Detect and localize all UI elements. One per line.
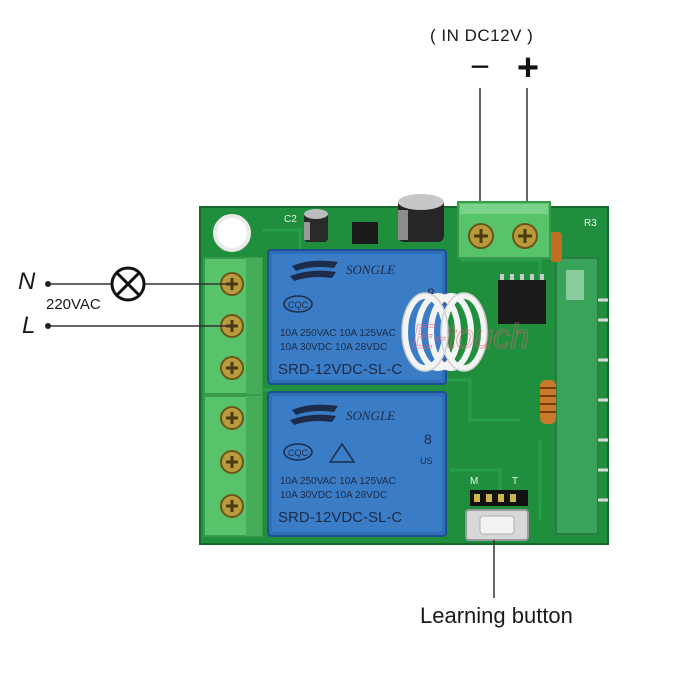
rf-receiver-module	[555, 257, 608, 535]
relay-2-cert: CQC	[288, 448, 309, 458]
relay-2-brand: SONGLE	[346, 408, 395, 423]
small-coil	[550, 232, 562, 262]
transistor-chip	[352, 222, 378, 244]
line-label: L	[22, 312, 36, 339]
learning-button[interactable]	[465, 509, 529, 541]
learning-button-label: Learning button	[420, 603, 573, 628]
jumper-m-label: M	[470, 476, 478, 487]
power-input-label: ( IN DC12V )	[430, 26, 534, 45]
watermark: E-touch	[412, 318, 529, 356]
relay-2-number: 8	[424, 431, 432, 447]
relay-1: SONGLE 8 CQC 10A 250VAC 10A 125VAC 10A 3…	[267, 249, 447, 385]
antenna-coil	[402, 293, 487, 371]
mains-voltage-label: 220VAC	[46, 296, 101, 313]
relay-2-logo	[290, 404, 338, 425]
lamp-icon	[110, 266, 146, 302]
relay-1-model: SRD-12VDC-SL-C	[278, 361, 402, 378]
relay-1-logo	[290, 260, 338, 281]
relay-2: SONGLE 8 US CQC 10A 250VAC 10A 125VAC 10…	[267, 391, 447, 537]
svg-text:C2: C2	[284, 214, 297, 225]
relay-1-spec-1: 10A 250VAC 10A 125VAC	[280, 328, 396, 339]
svg-text:R3: R3	[584, 218, 597, 229]
mains-wiring	[48, 283, 232, 327]
neutral-label: N	[18, 268, 36, 295]
relay-1-brand: SONGLE	[346, 262, 395, 277]
ic-chip	[498, 280, 546, 324]
capacitor-large	[398, 194, 444, 242]
ic-pins	[500, 274, 544, 280]
capacitor-small	[304, 209, 328, 242]
relay-2-us: US	[420, 456, 433, 466]
relay-1-number: 8	[427, 285, 435, 301]
plus-symbol: +	[517, 47, 539, 89]
relay-1-cert: CQC	[288, 300, 309, 310]
relay-2-model: SRD-12VDC-SL-C	[278, 509, 402, 526]
relay-1-spec-2: 10A 30VDC 10A 28VDC	[280, 342, 387, 353]
dc-terminal-block	[457, 201, 551, 259]
jumper-header	[470, 490, 528, 506]
antenna-coil-shade	[401, 292, 488, 372]
line-node	[45, 323, 51, 329]
minus-symbol: −	[470, 48, 490, 86]
neutral-node	[45, 281, 51, 287]
relay-2-spec-1: 10A 250VAC 10A 125VAC	[280, 476, 396, 487]
mounting-hole	[213, 214, 251, 252]
relay-2-spec-2: 10A 30VDC 10A 28VDC	[280, 490, 387, 501]
inductor-coil	[540, 380, 556, 424]
jumper-t-label: T	[512, 476, 518, 487]
